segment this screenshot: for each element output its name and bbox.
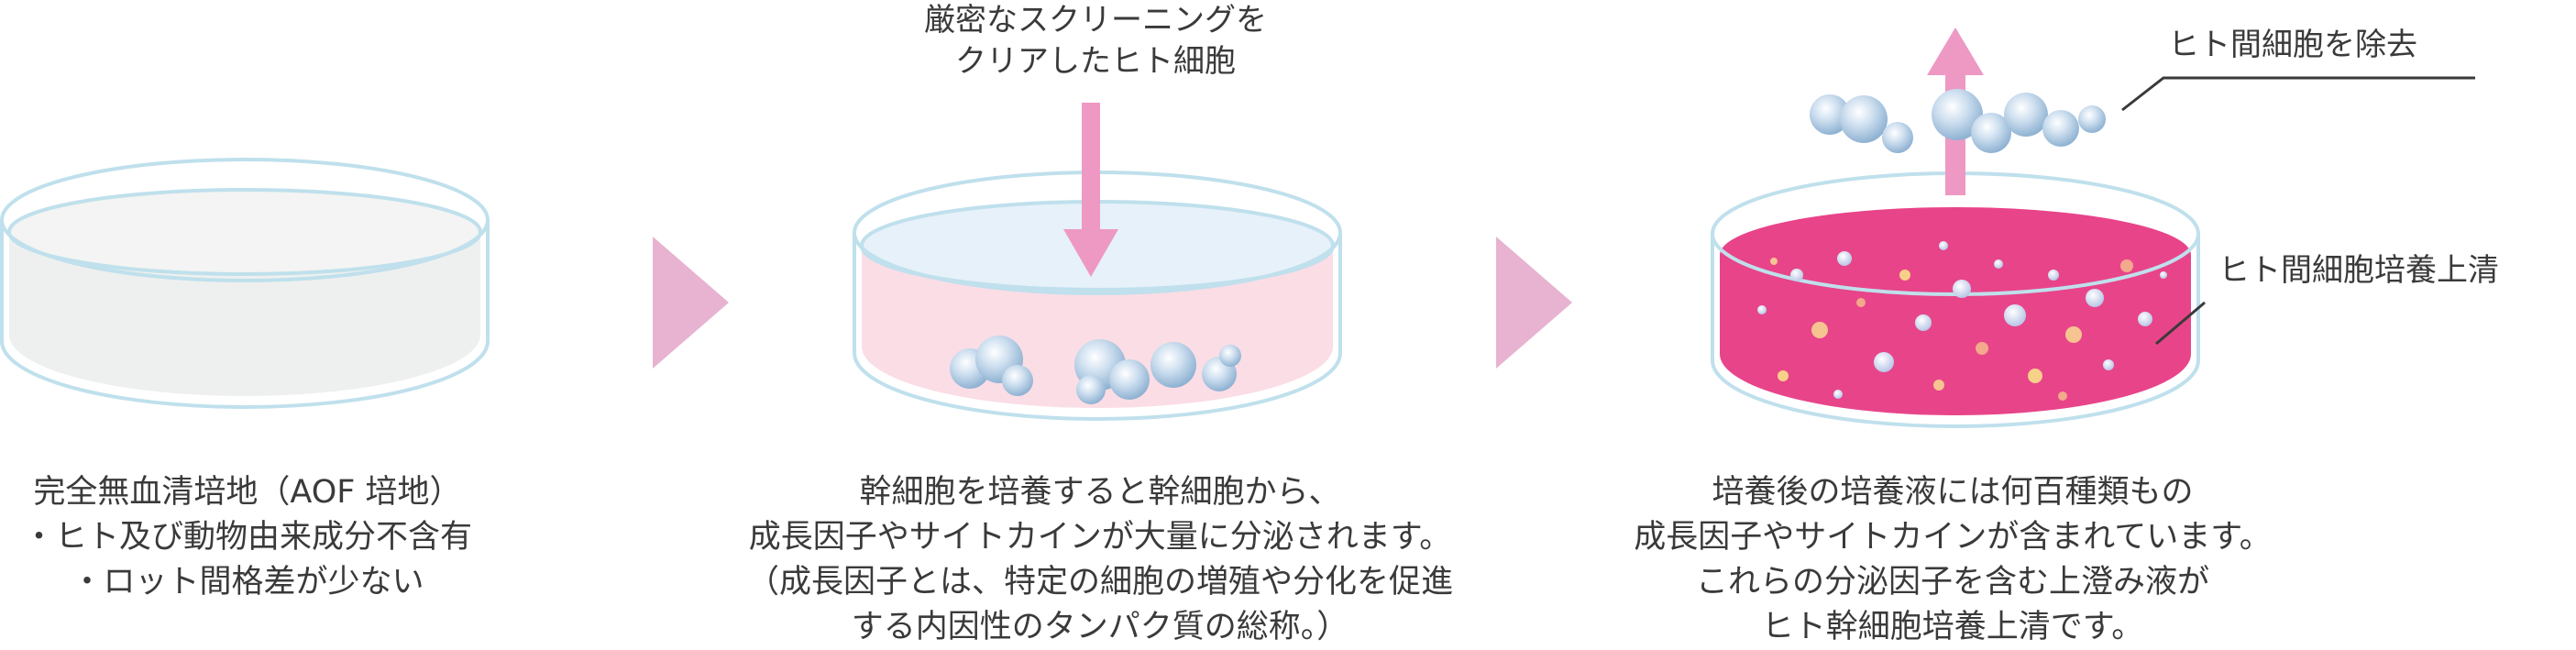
step-arrow-1 — [653, 237, 729, 369]
stem-cells — [950, 336, 1241, 404]
label-cells-removed: ヒト間細胞を除去 — [2168, 27, 2417, 63]
caption-step-1: 完全無血清培地（AOF 培地） ・ヒト及び動物由来成分不含有 ・ロット間格差が少… — [22, 474, 472, 600]
step-arrow-2 — [1496, 237, 1572, 369]
dish-supernatant — [1711, 171, 2200, 428]
leader-line-supernatant — [2155, 301, 2206, 346]
caption-step-2: 幹細胞を培養すると幹細胞から、 成長因子やサイトカインが大量に分泌されます。 （… — [746, 474, 1453, 645]
removed-cells — [1810, 89, 2106, 153]
secreted-factors — [1757, 241, 2167, 401]
leader-line-removed — [2121, 76, 2475, 112]
label-supernatant: ヒト間細胞培養上清 — [2218, 252, 2499, 289]
input-cell-label: 厳密なスクリーニングを クリアしたヒト細胞 — [924, 2, 1267, 80]
input-arrow — [1063, 103, 1118, 277]
caption-step-3: 培養後の培養液には何百種類もの 成長因子やサイトカインが含まれています。 これら… — [1634, 474, 2272, 645]
dish-plain-medium — [0, 158, 490, 409]
